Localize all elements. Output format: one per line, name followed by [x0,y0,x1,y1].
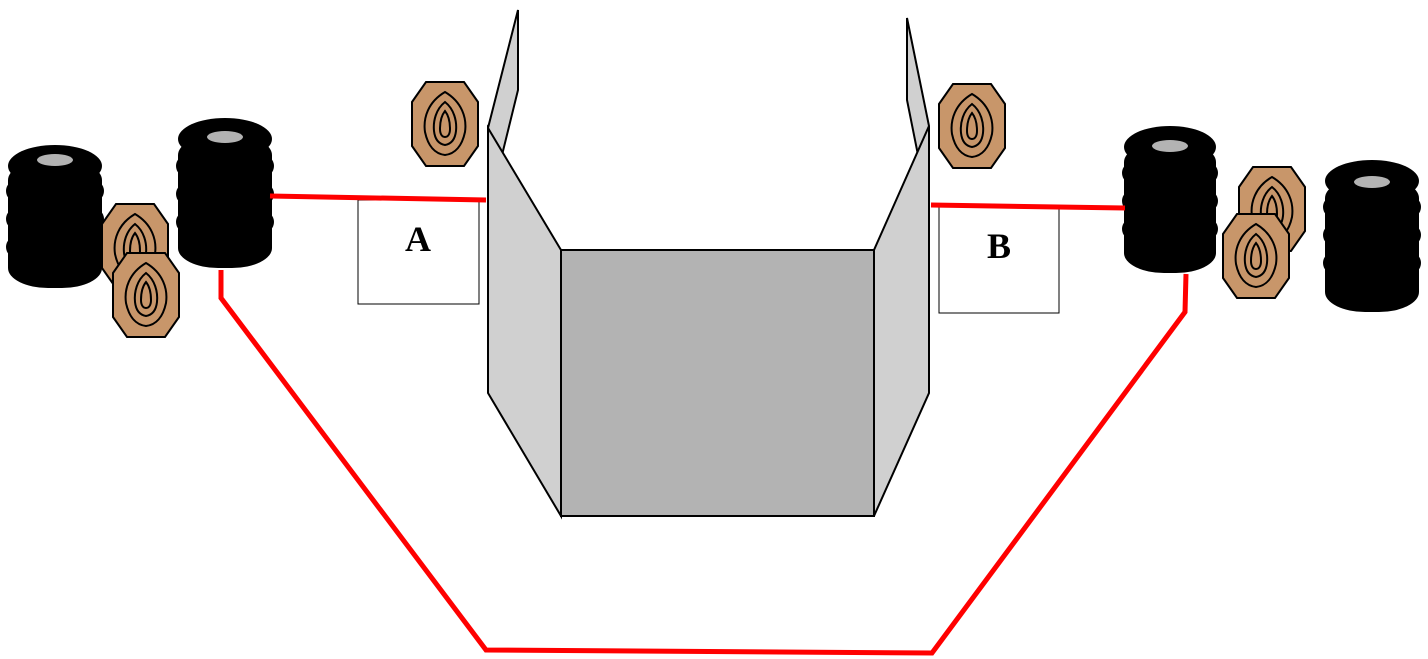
shooting-box-a: A [357,199,480,305]
front-wall [560,249,875,517]
paper-target-icon [112,252,180,338]
barrel-stack-icon [6,145,104,288]
box-a-label: A [405,219,431,259]
left-wing [487,124,562,520]
fault-line [218,193,1189,656]
barrel-stack-icon [1122,126,1218,273]
barrel-stack-icon [176,118,274,268]
paper-target-icon [1222,213,1290,299]
shooting-box-b: B [938,206,1060,314]
paper-target-icon [938,83,1006,169]
box-b-label: B [987,226,1011,266]
barrel-stack-icon [1323,160,1421,312]
paper-target-icon [411,81,479,167]
right-wing [873,125,930,517]
barricade-wall [487,9,930,520]
